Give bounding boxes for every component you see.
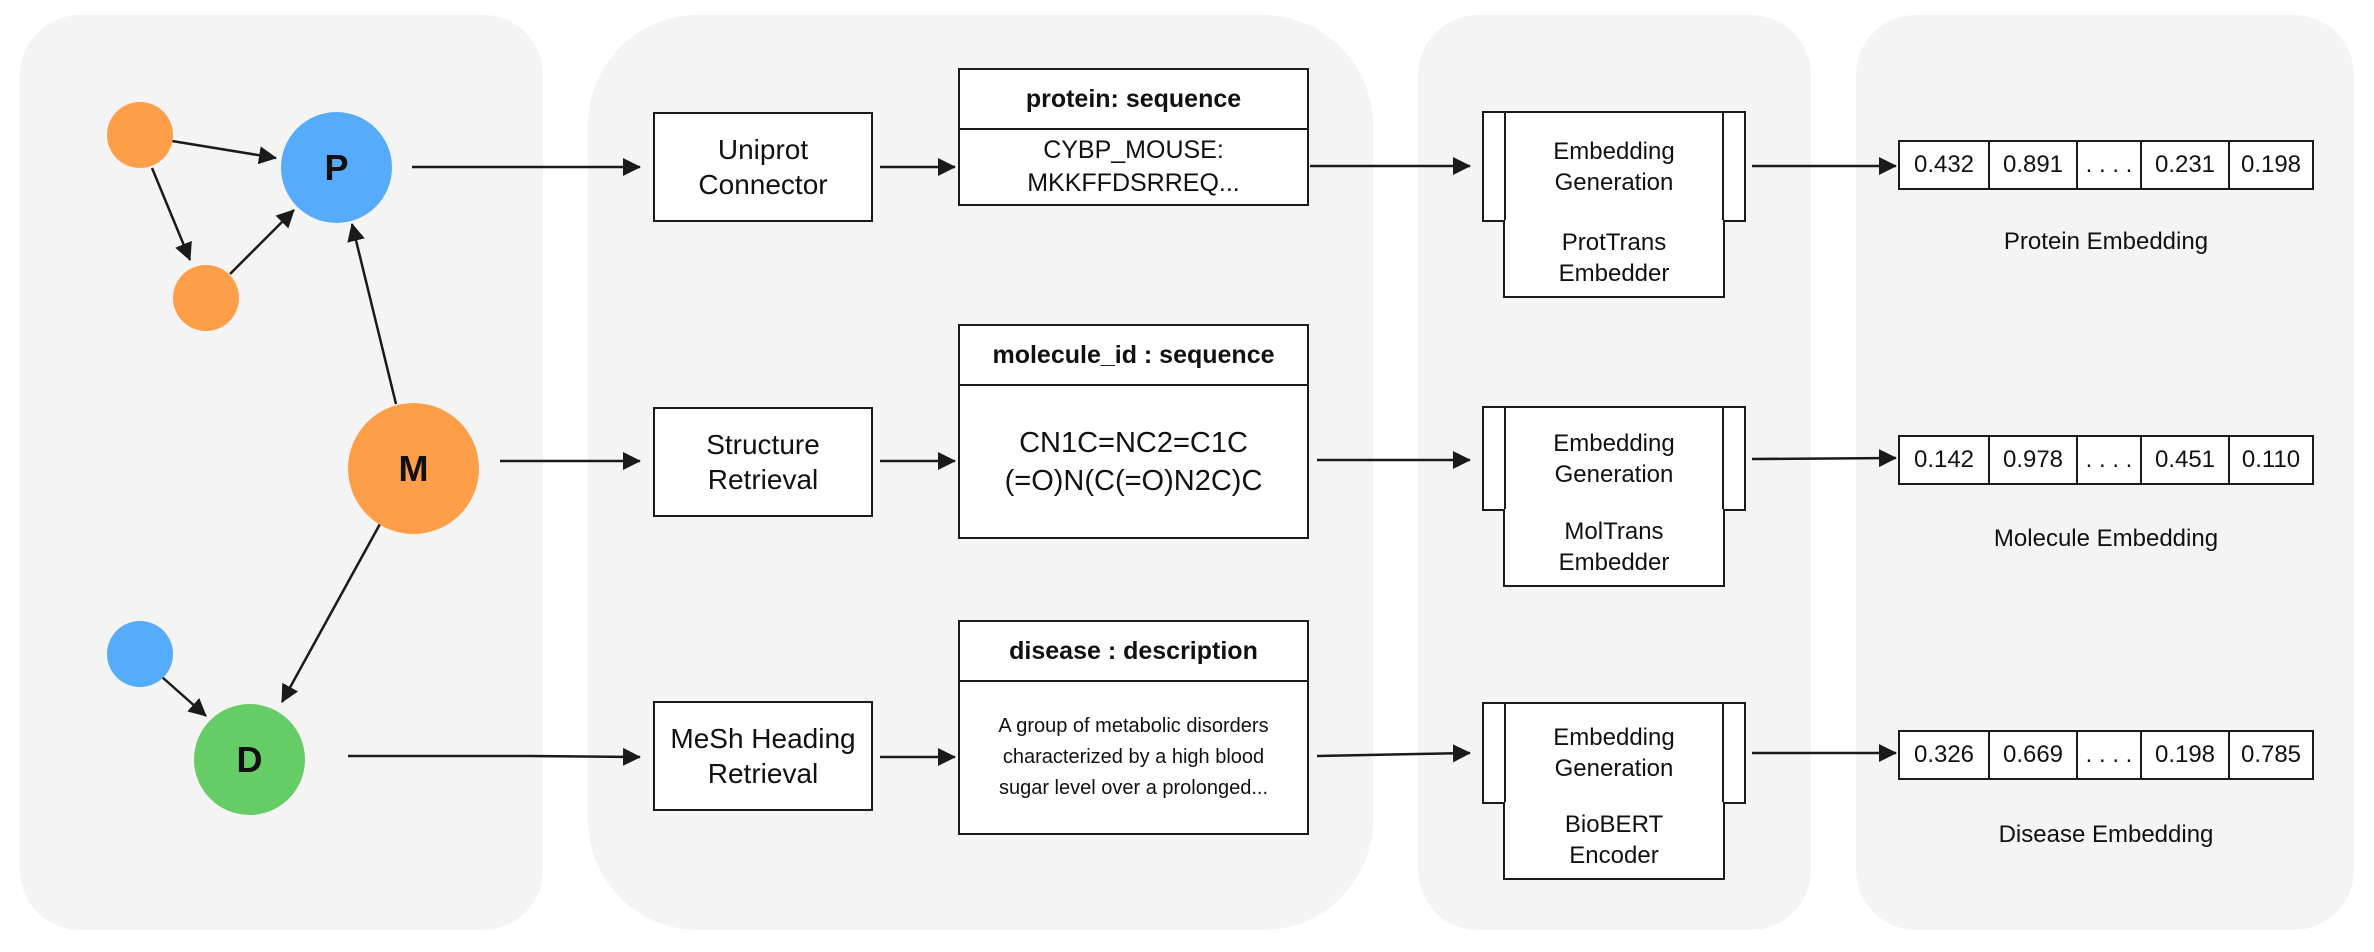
- disease-node-label: D: [236, 738, 263, 780]
- molecule-embedder-line2: Embedder: [1558, 549, 1670, 576]
- mesh-retrieval-label-line1: MeSh Heading: [670, 723, 856, 754]
- protein-generation-line2: Generation: [1554, 168, 1674, 196]
- protein-table-body: CYBP_MOUSE: MKKFFDSRREQ...: [958, 128, 1309, 206]
- blue-node-small: [107, 621, 173, 687]
- molecule-generation-line1: Embedding: [1553, 429, 1675, 457]
- vector-cell-ellipsis: . . . .: [2076, 437, 2140, 483]
- vector-cell: 0.142: [1913, 446, 1975, 473]
- protein-node-label: P: [324, 146, 349, 188]
- vector-cell: 0.978: [1988, 437, 2076, 483]
- vector-cell: 0.432: [1913, 151, 1975, 178]
- disease-embedder-line1: BioBERT: [1564, 811, 1664, 838]
- disease-embedding-caption: Disease Embedding: [1998, 821, 2214, 848]
- disease-table-body: A group of metabolic disorders characteri…: [958, 680, 1309, 835]
- vector-cell: 0.785: [2228, 732, 2312, 778]
- protein-embedder-line1: ProtTrans: [1561, 229, 1667, 256]
- protein-table-header: protein: sequence: [958, 68, 1309, 130]
- vector-cell: 0.198: [2228, 142, 2312, 188]
- vector-cell: 0.669: [1988, 732, 2076, 778]
- vector-cell: 0.198: [2140, 732, 2228, 778]
- molecule-table-line1: CN1C=NC2=C1C: [1019, 426, 1248, 459]
- structure-retrieval-label-line1: Structure: [706, 429, 820, 460]
- disease-node: D: [194, 704, 305, 815]
- molecule-table-header: molecule_id : sequence: [958, 324, 1309, 386]
- disease-generation-line1: Embedding: [1553, 724, 1675, 751]
- molecule-table-line2: (=O)N(C(=O)N2C)C: [1004, 464, 1263, 497]
- disease-embedding-vector: 0.326 0.669 . . . . 0.198 0.785: [1898, 730, 2314, 780]
- disease-table-line1: A group of metabolic disorders: [998, 715, 1269, 737]
- orange-node-middle: [173, 265, 239, 331]
- vector-cell: 0.451: [2140, 437, 2228, 483]
- orange-node-top: [107, 102, 173, 168]
- disease-table-line3: sugar level over a prolonged...: [998, 777, 1269, 799]
- protein-table-header-text: protein: sequence: [1025, 84, 1242, 113]
- vector-cell: 0.891: [1988, 142, 2076, 188]
- molecule-table-body: CN1C=NC2=C1C (=O)N(C(=O)N2C)C: [958, 384, 1309, 539]
- molecule-generation-line2: Generation: [1554, 460, 1674, 488]
- vector-cell: 0.231: [2140, 142, 2228, 188]
- uniprot-connector-label-line2: Connector: [698, 169, 828, 200]
- structure-retrieval-label-line2: Retrieval: [707, 464, 819, 495]
- molecule-embedding-vector: 0.142 0.978 . . . . 0.451 0.110: [1898, 435, 2314, 485]
- protein-embedder-line2: Embedder: [1558, 260, 1670, 287]
- uniprot-connector-label-line1: Uniprot: [717, 134, 809, 165]
- protein-node: P: [281, 112, 392, 223]
- protein-table-line2: MKKFFDSRREQ...: [1027, 169, 1240, 197]
- mesh-retrieval-label-line2: Retrieval: [707, 758, 819, 789]
- molecule-embedder-line1: MolTrans: [1564, 518, 1664, 545]
- biobert-encoder-box: BioBERT Encoder: [1503, 802, 1725, 880]
- vector-cell-ellipsis: . . . .: [2076, 732, 2140, 778]
- disease-embedder-line2: Encoder: [1569, 842, 1659, 869]
- protein-embedding-caption: Protein Embedding: [2003, 228, 2209, 255]
- molecule-node: M: [348, 403, 479, 534]
- vector-cell: 0.326: [1913, 741, 1975, 768]
- molecule-embedding-caption: Molecule Embedding: [1993, 525, 2219, 552]
- disease-table-line2: characterized by a high blood: [1002, 746, 1265, 768]
- protein-generation-line1: Embedding: [1553, 137, 1675, 165]
- protein-embedding-vector: 0.432 0.891 . . . . 0.231 0.198: [1898, 140, 2314, 190]
- disease-table-header: disease : description: [958, 620, 1309, 682]
- disease-generation-line2: Generation: [1554, 755, 1674, 782]
- vector-cell: 0.110: [2228, 437, 2312, 483]
- molecule-node-label: M: [398, 447, 429, 489]
- molecule-table-header-text: molecule_id : sequence: [992, 340, 1275, 369]
- disease-table-header-text: disease : description: [1009, 636, 1258, 665]
- vector-cell-ellipsis: . . . .: [2076, 142, 2140, 188]
- protein-table-line1: CYBP_MOUSE:: [1043, 136, 1224, 164]
